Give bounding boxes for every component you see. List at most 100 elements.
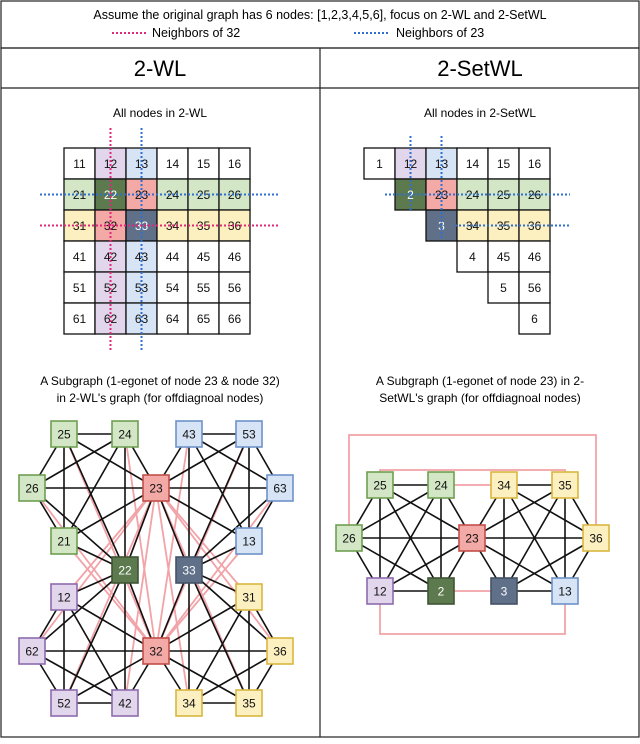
graph-node-label: 12 [57,591,71,605]
graph-node [551,577,579,605]
grid-cell-label: 1 [376,157,383,171]
graph-node-label: 31 [242,591,256,605]
grid-cell-label: 11 [73,157,86,171]
grid-cell-label: 66 [228,312,242,326]
graph-node-label: 22 [118,564,132,578]
graph-node [175,689,203,717]
grid-cell-label: 54 [166,281,180,295]
left-subgraph-title-2: in 2-WL's graph (for offdiagnoal nodes) [57,391,264,405]
grid-cell-label: 21 [73,188,87,202]
graph-node-label: 2 [438,585,445,599]
graph-edge [379,591,566,635]
grid-cell-label: 41 [73,250,87,264]
graph-node [490,577,518,605]
legend-label-23: Neighbors of 23 [396,26,484,40]
graph-node [50,420,78,448]
grid-cell [187,147,220,180]
right-grid-title: All nodes in 2-SetWL [424,106,536,120]
graph-edge [188,569,281,652]
right-subgraph-title-1: A Subgraph (1-egonet of node 23) in 2- [376,374,584,388]
grid-cell-label: 4 [469,250,476,264]
graph-node [142,474,170,502]
graph-node [50,583,78,611]
grid-cell-label: 14 [466,157,480,171]
graph-edge [155,433,190,652]
graph-node-label: 34 [182,697,196,711]
graph-node [427,471,455,499]
grid-cell [156,147,189,180]
grid-cell-label: 24 [466,188,480,202]
right-column-title: 2-SetWL [437,56,523,81]
graph-node-label: 32 [149,645,163,659]
graph-node [18,637,46,665]
grid-cell-label: 16 [528,157,542,171]
grid-cell [487,209,520,242]
graph-edge [124,487,157,704]
graph-node [335,524,363,552]
right-grid: 112131415162232425263343536445465566 [363,136,570,335]
graph-edge [348,537,442,592]
graph-node [490,471,518,499]
grid-cell-label: 14 [166,157,180,171]
graph-edge [31,487,157,652]
graph-node-label: 63 [273,482,287,496]
graph-node-label: 24 [434,479,448,493]
graph-node [551,471,579,499]
grid-cell-label: 5 [500,281,507,295]
graph-edge [155,487,281,652]
grid-cell-label: 45 [197,250,211,264]
left-grid-title: All nodes in 2-WL [113,106,207,120]
graph-edge [63,487,157,542]
graph-node [235,689,263,717]
graph-node [266,637,294,665]
grid-cell-label: 22 [104,188,118,202]
graph-node-label: 13 [558,585,572,599]
grid-cell [518,240,551,273]
graph-node [111,689,139,717]
graph-edge [188,487,281,571]
grid-cell [487,240,520,273]
legend-label-32: Neighbors of 32 [152,26,240,40]
graph-node [50,689,78,717]
graph-edge [503,537,597,592]
grid-cell-label: 26 [228,188,242,202]
grid-cell-label: 45 [497,250,511,264]
grid-cell-label: 61 [73,312,87,326]
graph-edge [188,650,281,704]
graph-node [235,583,263,611]
grid-cell-label: 36 [528,219,542,233]
graph-node-label: 53 [242,428,256,442]
graph-node-label: 3 [501,585,508,599]
grid-cell [218,271,251,304]
graph-node [235,527,263,555]
graph-node [142,637,170,665]
graph-node-label: 62 [25,645,39,659]
graph-node-label: 13 [242,535,256,549]
graph-edge [379,469,566,485]
graph-edge [63,487,157,704]
graph-node [175,420,203,448]
graph-edge [63,487,157,598]
grid-cell [518,302,551,335]
graph-node-label: 35 [242,697,256,711]
grid-cell-label: 63 [135,312,149,326]
graph-edge [348,434,597,538]
graph-node [427,577,455,605]
graph-node-label: 43 [182,428,196,442]
graph-edge [188,433,281,489]
graph-node-label: 24 [118,428,132,442]
graph-node-label: 52 [57,697,71,711]
graph-node-label: 12 [373,585,387,599]
graph-node-label: 21 [57,535,71,549]
grid-cell [218,147,251,180]
grid-cell-label: 25 [197,188,211,202]
graph-node [18,474,46,502]
right-subgraph-title-2: SetWL's graph (for offdiagnoal nodes) [379,391,581,405]
grid-cell-label: 62 [104,312,118,326]
graph-node [235,420,263,448]
grid-cell-label: 15 [197,157,211,171]
graph-edge [31,487,126,571]
graph-node-label: 23 [465,532,479,546]
